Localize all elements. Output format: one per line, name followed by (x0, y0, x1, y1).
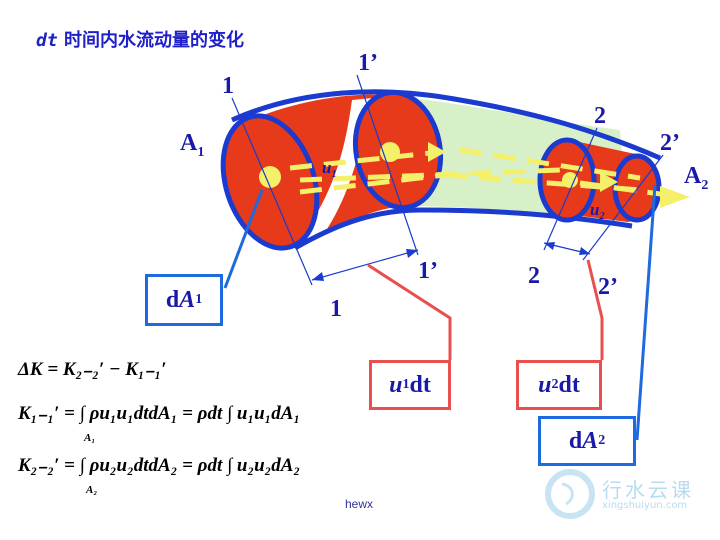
label-u2: u2 (590, 200, 604, 222)
equation-line-3: K₂₋₂′ = ∫ ρu₂u₂dtdA₂ = ρdt ∫ u₂u₂dA₂ (18, 454, 300, 477)
particle-3 (562, 172, 578, 188)
label-s2prime-bottom: 2’ (598, 274, 618, 300)
title-dt: dt (36, 30, 58, 51)
flow-arrowhead (660, 186, 690, 208)
dimension-2-arrow-right (579, 247, 590, 255)
arrowhead-1 (428, 142, 446, 162)
label-s1prime-bottom: 1’ (418, 258, 438, 284)
section-2prime-line (582, 154, 664, 261)
label-s1-bottom: 1 (330, 296, 342, 322)
label-s2prime-top: 2’ (660, 130, 680, 156)
label-a1: A1 (180, 130, 204, 160)
label-s2-top: 2 (594, 103, 606, 129)
label-u1: u1 (322, 158, 336, 180)
box-dA1-d: d (165, 286, 180, 313)
equation-line-3-lhs: K₂₋₂′ (18, 455, 60, 476)
dimension-2-arrow-left (544, 242, 555, 250)
section-1-line (231, 97, 313, 286)
box-u2dt-var: u (538, 371, 552, 398)
box-u1dt-var: u (389, 371, 403, 398)
arrowhead-2 (600, 172, 618, 192)
leader-dA2 (635, 184, 657, 441)
box-u1dt-dt: dt (409, 371, 431, 398)
dimension-1-arrow-right (406, 249, 418, 258)
dimension-1-arrow-left (312, 272, 324, 281)
title-text: 时间内水流动量的变化 (63, 30, 244, 51)
dimension-1 (311, 249, 419, 281)
box-dA2-sub: 2 (598, 433, 606, 448)
equation-line-2: K₁₋₁′ = ∫ ρu₁u₁dtdA₁ = ρdt ∫ u₁u₁dA₁ (18, 402, 300, 425)
equation-line-2-limit: A₁ (84, 432, 96, 444)
leader-dA1 (223, 189, 264, 289)
watermark-logo-icon (545, 469, 595, 519)
box-u1dt-sub: 1 (402, 377, 410, 392)
flow-arrows (289, 147, 676, 199)
watermark-url: xingshuiyun.com (602, 500, 688, 511)
box-dA2-d: d (568, 427, 583, 454)
equation-line-3-mid: = ∫ ρu₂u₂dtdA₂ = ρdt ∫ u₂u₂dA₂ (64, 455, 301, 476)
equation-line-1: ΔK = K₂₋₂′ − K₁₋₁′ (18, 359, 167, 380)
particle-1 (259, 166, 281, 188)
leader-u2dt (586, 259, 604, 360)
box-dA2-var: A (582, 427, 599, 454)
label-s1: 1 (222, 73, 234, 99)
box-dA1-var: A (179, 286, 196, 313)
box-u2dt-dt: dt (558, 371, 580, 398)
section-1prime-line (356, 74, 419, 256)
footer-author: hewx (345, 497, 374, 511)
equation-line-2-lhs: K₁₋₁′ (18, 403, 60, 424)
box-u2dt-sub: 2 (551, 377, 559, 392)
watermark-name: 行水云课 (602, 478, 694, 502)
equation-line-3-limit: A₂ (86, 484, 98, 496)
box-dA1-sub: 1 (195, 292, 203, 307)
label-s1prime-top: 1’ (358, 50, 378, 76)
leader-u1dt (367, 263, 452, 360)
page-title: dt 时间内水流动量的变化 (36, 26, 244, 52)
label-a2: A2 (684, 163, 708, 193)
section-2-line (543, 127, 598, 251)
label-s2-bottom: 2 (528, 263, 540, 289)
equation-line-2-mid: = ∫ ρu₁u₁dtdA₁ = ρdt ∫ u₁u₁dA₁ (64, 403, 301, 424)
